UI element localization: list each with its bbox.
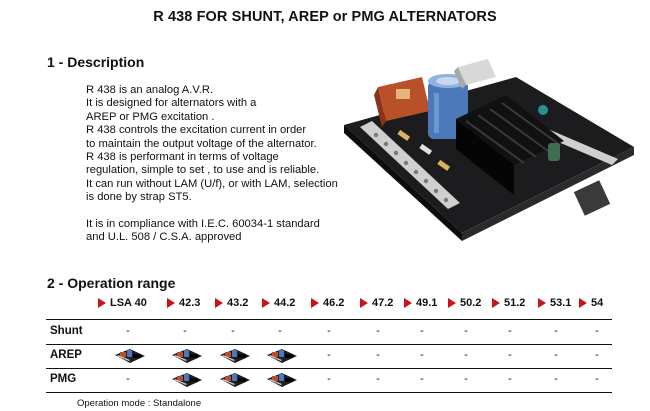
avr-thumbnail-icon — [219, 348, 251, 364]
arrow-right-icon — [262, 298, 270, 308]
arrow-right-icon — [538, 298, 546, 308]
table-cell: - — [595, 373, 599, 385]
table-cell: - — [595, 349, 599, 361]
table-cell: - — [595, 325, 599, 337]
range-column-label: 43.2 — [227, 297, 249, 309]
section-heading-description: 1 - Description — [47, 54, 145, 70]
table-cell: - — [327, 349, 331, 361]
range-column-header: 49.1 — [404, 297, 437, 309]
avr-thumbnail-icon — [219, 372, 251, 388]
range-column-header: 54 — [579, 297, 603, 309]
description-line: It can run without LAM (U/f), or with LA… — [86, 177, 338, 190]
description-line: regulation, simple to set , to use and i… — [86, 164, 320, 177]
table-rule-top — [46, 319, 612, 320]
table-cell: - — [554, 325, 558, 337]
section-heading-operation-range: 2 - Operation range — [47, 275, 176, 291]
range-column-header: 42.3 — [167, 297, 200, 309]
table-cell: - — [508, 325, 512, 337]
range-column-label: 50.2 — [460, 297, 482, 309]
page-title: R 438 FOR SHUNT, AREP or PMG ALTERNATORS — [153, 9, 497, 25]
row-label-pmg: PMG — [50, 373, 77, 385]
description-line: R 438 is an analog A.V.R. — [86, 84, 214, 96]
description-line: is done by strap ST5. — [86, 191, 192, 204]
arrow-right-icon — [448, 298, 456, 308]
range-column-header: 50.2 — [448, 297, 481, 309]
table-cell: - — [554, 349, 558, 361]
table-cell: - — [231, 325, 235, 337]
range-column-label: 51.2 — [504, 297, 526, 309]
range-column-label: 42.3 — [179, 297, 201, 309]
avr-thumbnail-icon — [266, 348, 298, 364]
range-column-label: 49.1 — [416, 297, 438, 309]
table-cell: - — [508, 349, 512, 361]
range-column-label: 46.2 — [323, 297, 345, 309]
table-cell: - — [278, 325, 282, 337]
table-rule — [46, 344, 612, 345]
range-column-header: 43.2 — [215, 297, 248, 309]
row-label-shunt: Shunt — [50, 325, 83, 337]
description-line — [86, 205, 376, 218]
table-cell: - — [508, 373, 512, 385]
row-label-arep: AREP — [50, 349, 82, 361]
table-cell: - — [464, 349, 468, 361]
avr-thumbnail-icon — [266, 372, 298, 388]
table-rule-bottom — [46, 392, 612, 393]
range-column-header: 53.1 — [538, 297, 571, 309]
range-column-header: LSA 40 — [98, 297, 147, 309]
range-column-header: 51.2 — [492, 297, 525, 309]
table-cell: - — [327, 373, 331, 385]
table-cell: - — [464, 373, 468, 385]
description-line: AREP or PMG excitation . — [86, 110, 215, 123]
range-column-label: LSA 40 — [110, 297, 147, 309]
table-rule — [46, 368, 612, 369]
avr-product-image — [344, 59, 634, 241]
avr-thumbnail-icon — [171, 372, 203, 388]
table-cell: - — [554, 373, 558, 385]
description-line: It is designed for alternators with a — [86, 97, 257, 110]
table-cell: - — [183, 325, 187, 337]
table-cell: - — [420, 349, 424, 361]
arrow-right-icon — [215, 298, 223, 308]
table-cell: - — [420, 325, 424, 337]
description-line: R 438 controls the excitation current in… — [86, 124, 307, 137]
avr-thumbnail-icon — [171, 348, 203, 364]
table-cell: - — [327, 325, 331, 337]
description-text: R 438 is an analog A.V.R.It is designed … — [86, 84, 376, 244]
arrow-right-icon — [492, 298, 500, 308]
description-line: R 438 is performant in terms of voltage — [86, 151, 279, 164]
table-cell: - — [376, 325, 380, 337]
description-line: It is in compliance with I.E.C. 60034-1 … — [86, 217, 320, 230]
range-column-label: 44.2 — [274, 297, 296, 309]
table-cell: - — [420, 373, 424, 385]
range-column-label: 47.2 — [372, 297, 394, 309]
table-cell: - — [376, 349, 380, 361]
description-line: to maintain the output voltage of the al… — [86, 137, 317, 150]
range-column-header: 47.2 — [360, 297, 393, 309]
table-cell: - — [464, 325, 468, 337]
table-cell: - — [376, 373, 380, 385]
description-line: and U.L. 508 / C.S.A. approved — [86, 231, 242, 244]
range-column-label: 54 — [591, 297, 604, 309]
arrow-right-icon — [167, 298, 175, 308]
arrow-right-icon — [404, 298, 412, 308]
avr-thumbnail-icon — [114, 348, 146, 364]
range-column-header: 44.2 — [262, 297, 295, 309]
range-column-header: 46.2 — [311, 297, 344, 309]
range-column-label: 53.1 — [550, 297, 572, 309]
arrow-right-icon — [311, 298, 319, 308]
arrow-right-icon — [98, 298, 106, 308]
arrow-right-icon — [360, 298, 368, 308]
arrow-right-icon — [579, 298, 587, 308]
table-cell: - — [126, 325, 130, 337]
footnote: Operation mode : Standalone — [77, 398, 202, 409]
table-cell: - — [126, 373, 130, 385]
